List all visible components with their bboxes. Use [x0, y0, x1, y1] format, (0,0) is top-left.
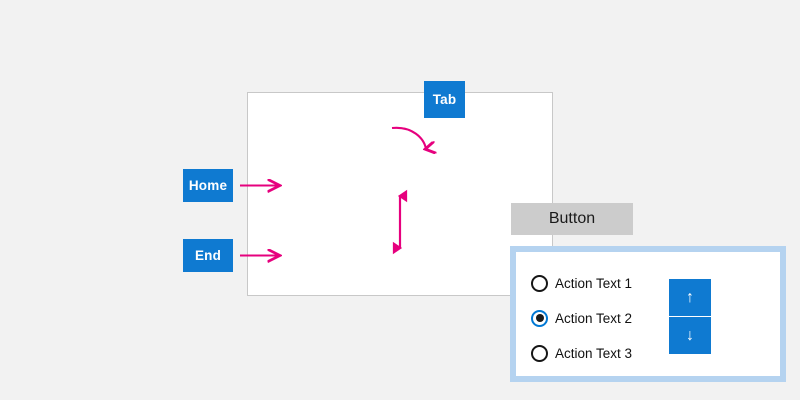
key-badge-end: End [183, 239, 233, 272]
key-badge-tab: Tab [424, 81, 465, 118]
radio-option-2[interactable]: Action Text 2 [531, 302, 641, 334]
radio-unchecked-icon [531, 274, 548, 292]
radio-option-1[interactable]: Action Text 1 [531, 267, 641, 299]
radio-checked-icon [531, 309, 548, 327]
key-badge-home: Home [183, 169, 233, 202]
radio-option-2-label: Action Text 2 [555, 310, 633, 326]
push-button[interactable]: Button [511, 203, 633, 235]
arrow-down-icon[interactable]: ↓ [669, 317, 711, 354]
radio-group [510, 246, 786, 382]
arrow-up-icon[interactable]: ↑ [669, 279, 711, 316]
radio-option-1-label: Action Text 1 [555, 275, 633, 291]
dialog-window: Button Action Text 1 Action Text 2 Actio… [247, 92, 786, 382]
radio-option-3-label: Action Text 3 [555, 345, 633, 361]
radio-unchecked-icon [531, 344, 548, 362]
radio-option-list: Action Text 1 Action Text 2 Action Text … [531, 267, 641, 372]
radio-option-3[interactable]: Action Text 3 [531, 337, 641, 369]
